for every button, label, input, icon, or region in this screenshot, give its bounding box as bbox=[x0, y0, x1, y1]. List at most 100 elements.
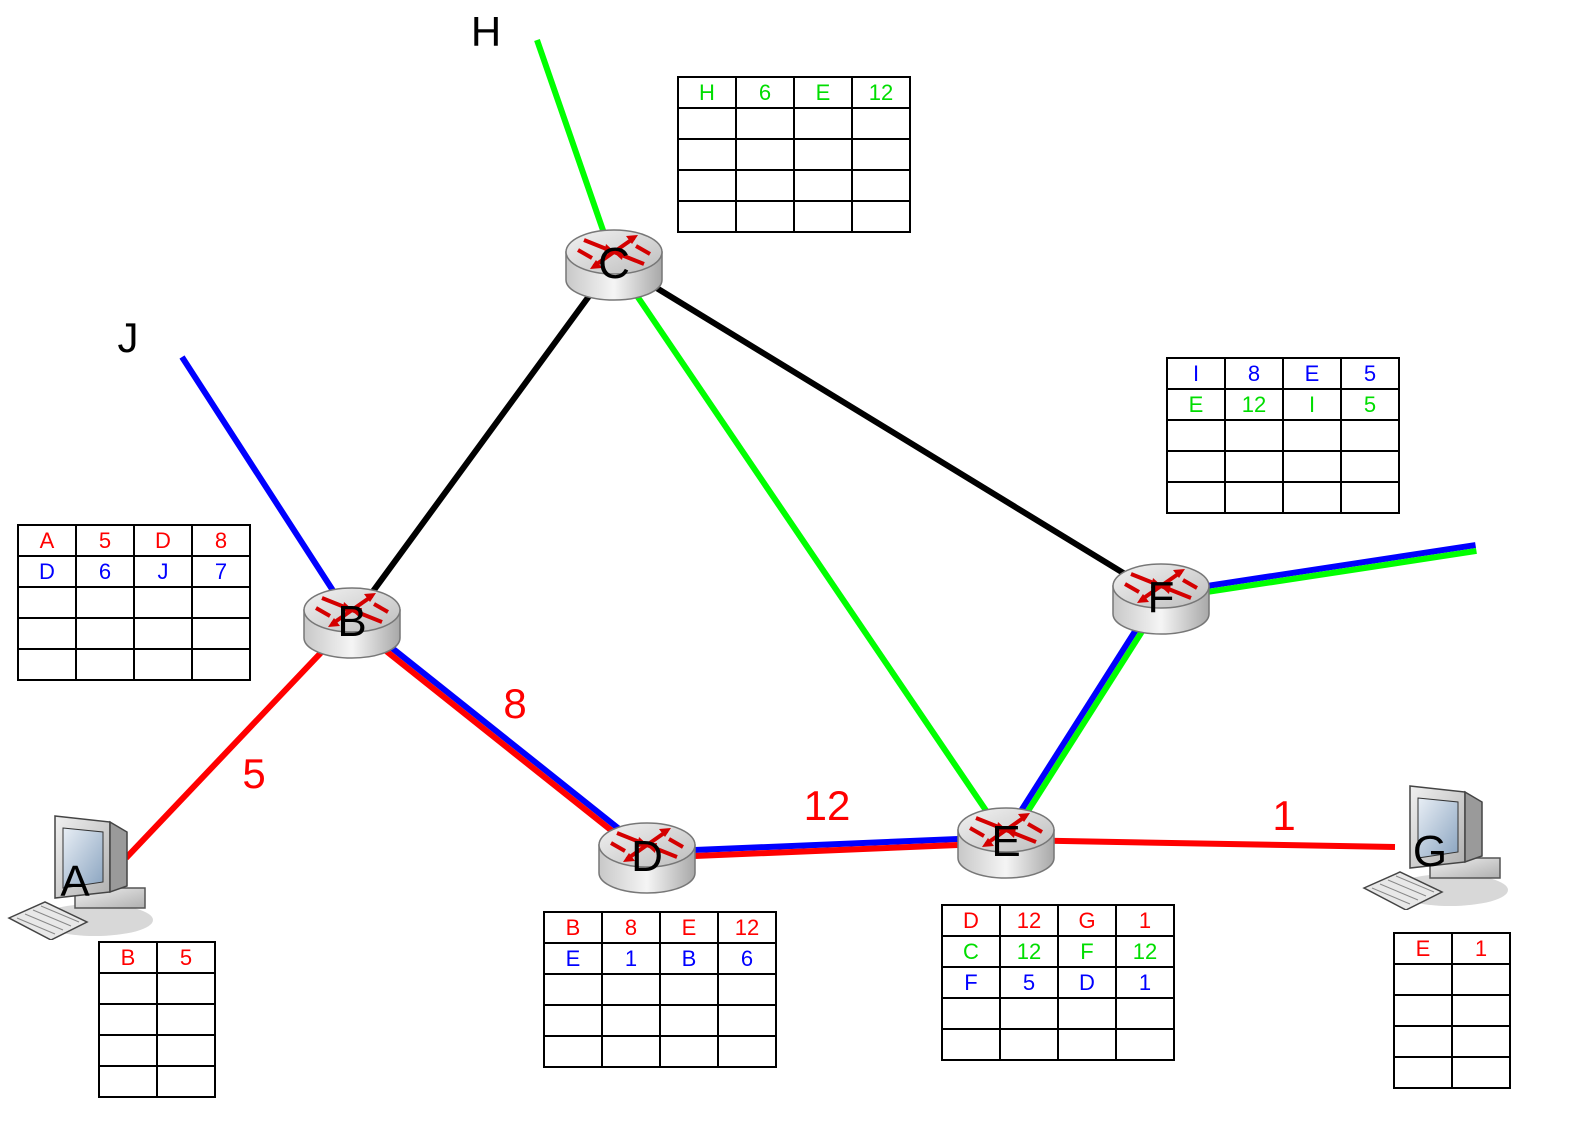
table-cell bbox=[1451, 994, 1511, 1027]
node-A[interactable]: A bbox=[8, 815, 154, 940]
node-C[interactable]: C bbox=[564, 228, 664, 302]
link-E-F-blue bbox=[1000, 592, 1162, 841]
table-cell: 12 bbox=[851, 76, 911, 109]
node-E[interactable]: E bbox=[956, 806, 1056, 880]
table-row bbox=[1166, 481, 1400, 514]
table-cell bbox=[793, 107, 853, 140]
table-cell: 1 bbox=[1451, 932, 1511, 965]
table-cell bbox=[98, 972, 158, 1005]
link-F-out-green bbox=[1160, 547, 1477, 602]
table-cell bbox=[98, 1034, 158, 1067]
table-cell bbox=[75, 648, 135, 681]
link-cost-E_G: 1 bbox=[1272, 792, 1295, 839]
table-cell bbox=[659, 973, 719, 1006]
link-cost-D_E: 12 bbox=[804, 782, 851, 829]
node-label-E: E bbox=[991, 817, 1020, 866]
table-row bbox=[1393, 994, 1511, 1027]
table-row bbox=[677, 169, 911, 202]
table-cell: F bbox=[941, 966, 1001, 999]
table-cell bbox=[717, 973, 777, 1006]
table-cell bbox=[1166, 481, 1226, 514]
table-cell bbox=[735, 200, 795, 233]
table-cell bbox=[543, 1035, 603, 1068]
table-cell bbox=[1451, 963, 1511, 996]
table-cell bbox=[1166, 450, 1226, 483]
table-cell bbox=[735, 138, 795, 171]
table-cell: E bbox=[543, 942, 603, 975]
table-cell: D bbox=[1057, 966, 1117, 999]
table-cell bbox=[1224, 450, 1284, 483]
table-row bbox=[98, 1034, 216, 1067]
table-cell bbox=[851, 138, 911, 171]
table-cell: D bbox=[17, 555, 77, 588]
table-row bbox=[543, 1035, 777, 1068]
table-cell bbox=[659, 1035, 719, 1068]
table-cell bbox=[1393, 1056, 1453, 1089]
table-cell bbox=[156, 1034, 216, 1067]
link-cost-A_B: 5 bbox=[242, 750, 265, 797]
link-cost-B_D: 8 bbox=[503, 680, 526, 727]
table-cell: 6 bbox=[717, 942, 777, 975]
table-cell bbox=[191, 617, 251, 650]
table-cell: F bbox=[1057, 935, 1117, 968]
table-cell bbox=[1451, 1025, 1511, 1058]
table-cell bbox=[735, 107, 795, 140]
node-D[interactable]: D bbox=[597, 821, 697, 895]
table-cell: E bbox=[793, 76, 853, 109]
table-cell bbox=[1115, 997, 1175, 1030]
table-cell: E bbox=[1393, 932, 1453, 965]
table-cell: A bbox=[17, 524, 77, 557]
table-cell: C bbox=[941, 935, 1001, 968]
table-cell: 6 bbox=[75, 555, 135, 588]
link-D-E-blue bbox=[646, 834, 1006, 856]
table-cell bbox=[17, 586, 77, 619]
link-D-E-red bbox=[647, 839, 1007, 861]
table-cell: 5 bbox=[1340, 388, 1400, 421]
table-cell bbox=[1057, 997, 1117, 1030]
table-cell bbox=[999, 1028, 1059, 1061]
table-cell: B bbox=[659, 942, 719, 975]
table-cell bbox=[793, 169, 853, 202]
node-label-D: D bbox=[631, 832, 663, 881]
table-cell: D bbox=[941, 904, 1001, 937]
node-label-C: C bbox=[598, 239, 630, 288]
table-cell bbox=[1340, 419, 1400, 452]
table-cell: 12 bbox=[1115, 935, 1175, 968]
table-cell bbox=[98, 1065, 158, 1098]
table-cell bbox=[98, 1003, 158, 1036]
node-label-B: B bbox=[337, 597, 366, 646]
table-cell bbox=[543, 1004, 603, 1037]
table-row bbox=[17, 617, 251, 650]
node-B[interactable]: B bbox=[302, 586, 402, 660]
table-cell: 5 bbox=[1340, 357, 1400, 390]
table-cell bbox=[851, 169, 911, 202]
nodes-layer: A B C D E F G bbox=[8, 228, 1509, 940]
table-row bbox=[1393, 1056, 1511, 1089]
table-cell: 12 bbox=[999, 935, 1059, 968]
node-F[interactable]: F bbox=[1111, 562, 1211, 636]
node-G[interactable]: G bbox=[1363, 785, 1509, 910]
link-H-C-green bbox=[534, 39, 617, 263]
table-cell: 12 bbox=[1224, 388, 1284, 421]
table-cell bbox=[156, 972, 216, 1005]
table-row bbox=[543, 973, 777, 1006]
table-cell: 1 bbox=[1115, 966, 1175, 999]
table-cell bbox=[793, 200, 853, 233]
table-cell bbox=[1282, 450, 1342, 483]
external-label-H: H bbox=[471, 8, 501, 55]
table-cell bbox=[133, 648, 193, 681]
table-cell: 12 bbox=[999, 904, 1059, 937]
